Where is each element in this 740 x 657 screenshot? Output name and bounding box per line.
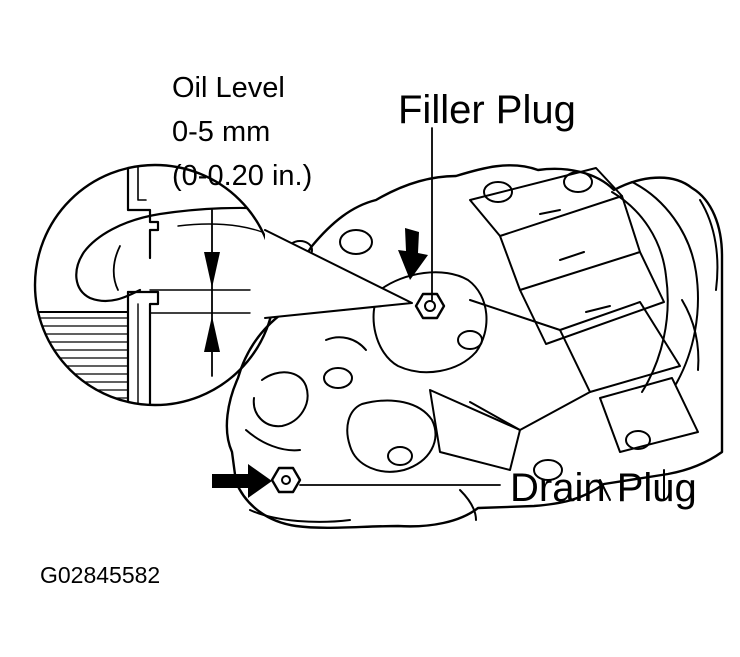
dimension-arrow-up: [204, 316, 220, 352]
filler-plug-label: Filler Plug: [398, 88, 576, 132]
oil-level-label: Oil Level: [172, 72, 285, 104]
oil-level-metric-spec: 0-5 mm: [172, 116, 271, 148]
filler-plug-bolt: [414, 292, 446, 320]
oil-level-imperial-spec: (0-0.20 in.): [172, 160, 313, 192]
drain-plug-bolt: [270, 466, 302, 494]
drain-plug-arrow: [212, 464, 272, 498]
detail-callout-wedge: [264, 229, 413, 319]
filler-plug-arrow: [398, 228, 428, 280]
dimension-arrow-down: [204, 252, 220, 288]
transmission-housing: [225, 164, 724, 529]
figure-code: G02845582: [40, 562, 161, 588]
drain-plug-label: Drain Plug: [510, 466, 697, 510]
